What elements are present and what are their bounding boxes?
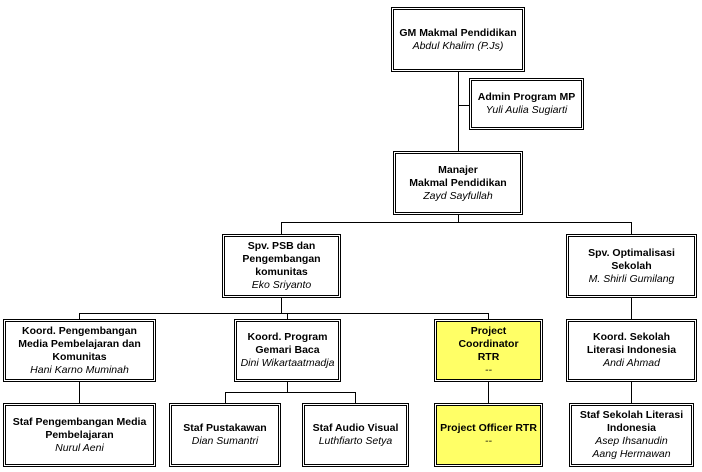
node-person: Nurul Aeni	[55, 441, 104, 454]
node-person: --	[485, 363, 492, 376]
node-gm: GM Makmal Pendidikan Abdul Khalim (P.Js)	[393, 9, 523, 70]
node-staf-sekolah: Staf Sekolah Literasi Indonesia Asep Ihs…	[571, 405, 692, 465]
node-role: Koord. Program Gemari Baca	[247, 331, 328, 356]
node-role: Project Coordinator RTR	[458, 324, 519, 363]
node-person: Abdul Khalim (P.Js)	[412, 39, 504, 52]
node-manajer: Manajer Makmal Pendidikan Zayd Sayfullah	[395, 153, 521, 213]
node-person: Zayd Sayfullah	[423, 189, 493, 202]
node-role: Koord. Sekolah Literasi Indonesia	[586, 331, 677, 356]
node-person: Asep Ihsanudin Aang Hermawan	[592, 435, 671, 460]
node-role: Spv. Optimalisasi Sekolah	[588, 246, 675, 272]
node-role: Admin Program MP	[477, 91, 576, 103]
node-koord-sekolah: Koord. Sekolah Literasi Indonesia Andi A…	[568, 321, 695, 380]
node-person: Dian Sumantri	[191, 435, 259, 447]
node-staf-media: Staf Pengembangan Media Pembelajaran Nur…	[5, 405, 154, 465]
node-role: Staf Audio Visual	[312, 422, 399, 434]
node-role: Spv. PSB dan Pengembangan komunitas	[242, 240, 321, 278]
node-person: Yuli Aulia Sugiarti	[485, 104, 568, 116]
node-koord-gemari: Koord. Program Gemari Baca Dini Wikartaa…	[236, 321, 339, 380]
node-person: Eko Sriyanto	[251, 279, 312, 291]
node-role: GM Makmal Pendidikan	[399, 26, 517, 39]
node-staf-audio: Staf Audio Visual Luthfiarto Setya	[304, 405, 407, 465]
node-spv-psb: Spv. PSB dan Pengembangan komunitas Eko …	[224, 236, 339, 296]
node-role: Staf Sekolah Literasi Indonesia	[579, 409, 684, 434]
node-role: Staf Pengembangan Media Pembelajaran	[12, 415, 147, 441]
node-person: --	[485, 435, 492, 447]
node-role: Koord. Pengembangan Media Pembelajaran d…	[18, 324, 141, 363]
node-person: Dini Wikartaatmadja	[240, 357, 335, 369]
node-staf-pustaka: Staf Pustakawan Dian Sumantri	[171, 405, 279, 465]
node-role: Manajer Makmal Pendidikan	[409, 163, 507, 189]
node-role: Staf Pustakawan	[183, 422, 267, 434]
node-admin: Admin Program MP Yuli Aulia Sugiarti	[471, 80, 582, 128]
node-spv-opt: Spv. Optimalisasi Sekolah M. Shirli Gumi…	[568, 236, 695, 296]
node-person: Hani Karno Muminah	[30, 363, 129, 376]
node-person: M. Shirli Gumilang	[588, 272, 675, 285]
node-person: Andi Ahmad	[603, 357, 660, 369]
node-proj-officer: Project Officer RTR --	[436, 405, 541, 465]
node-proj-coord: Project Coordinator RTR --	[436, 321, 541, 380]
node-koord-media: Koord. Pengembangan Media Pembelajaran d…	[5, 321, 154, 380]
node-role: Project Officer RTR	[440, 422, 537, 434]
node-person: Luthfiarto Setya	[318, 435, 393, 447]
